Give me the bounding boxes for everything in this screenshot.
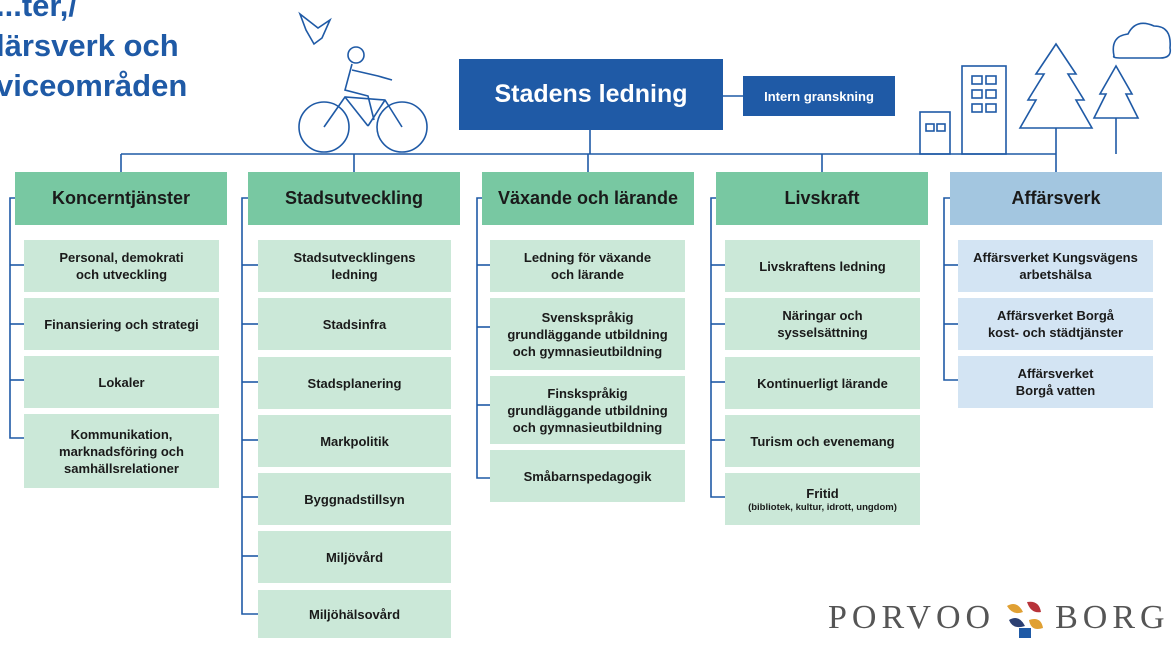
unit-box: Svenskspråkig grundläggande utbildning o… — [490, 298, 685, 370]
unit-box: Miljövård — [258, 531, 451, 583]
column-header-vaxande-och-larande: Växande och lärande — [482, 172, 694, 225]
logo-mark-icon — [1001, 598, 1049, 638]
unit-box: Affärsverket Borgå kost- och städtjänste… — [958, 298, 1153, 350]
unit-box: Ledning för växande och lärande — [490, 240, 685, 292]
unit-box: Byggnadstillsyn — [258, 473, 451, 525]
unit-box: Stadsinfra — [258, 298, 451, 350]
unit-box: Stadsplanering — [258, 357, 451, 409]
unit-box: Markpolitik — [258, 415, 451, 467]
logo-text-left: PORVOO — [828, 599, 996, 636]
column-header-koncerntjanster: Koncerntjänster — [15, 172, 227, 225]
city-management-box: Stadens ledning — [459, 59, 723, 130]
trees-illustration — [1018, 22, 1172, 154]
logo-text-right: BORG — [1055, 599, 1170, 636]
unit-box: Finansiering och strategi — [24, 298, 219, 350]
internal-audit-box: Intern granskning — [743, 76, 895, 116]
unit-box: Miljöhälsovård — [258, 590, 451, 638]
unit-box: Småbarnspedagogik — [490, 450, 685, 502]
unit-label: Fritid — [806, 485, 839, 501]
buildings-illustration — [919, 65, 1007, 155]
unit-box: Turism och evenemang — [725, 415, 920, 467]
column-header-affarsverk: Affärsverk — [950, 172, 1162, 225]
unit-box: Kommunikation, marknadsföring och samhäl… — [24, 414, 219, 488]
unit-sublabel: (bibliotek, kultur, idrott, ungdom) — [748, 501, 897, 513]
column-header-livskraft: Livskraft — [716, 172, 928, 225]
unit-box: Kontinuerligt lärande — [725, 357, 920, 409]
unit-box: Stadsutvecklingens ledning — [258, 240, 451, 292]
unit-box: Finskspråkig grundläggande utbildning oc… — [490, 376, 685, 444]
page-title: ...ter,/ lärsverk och viceområden — [0, 0, 188, 103]
bird-illustration — [298, 11, 332, 46]
unit-box-fritid: Fritid (bibliotek, kultur, idrott, ungdo… — [725, 473, 920, 525]
unit-box: Personal, demokrati och utveckling — [24, 240, 219, 292]
cyclist-illustration — [298, 46, 428, 153]
porvoo-borga-logo: PORVOO BORG — [828, 598, 1170, 638]
unit-box: Näringar och sysselsättning — [725, 298, 920, 350]
unit-box: Lokaler — [24, 356, 219, 408]
unit-box: Affärsverket Borgå vatten — [958, 356, 1153, 408]
unit-box: Livskraftens ledning — [725, 240, 920, 292]
column-header-stadsutveckling: Stadsutveckling — [248, 172, 460, 225]
unit-box: Affärsverket Kungsvägens arbetshälsa — [958, 240, 1153, 292]
